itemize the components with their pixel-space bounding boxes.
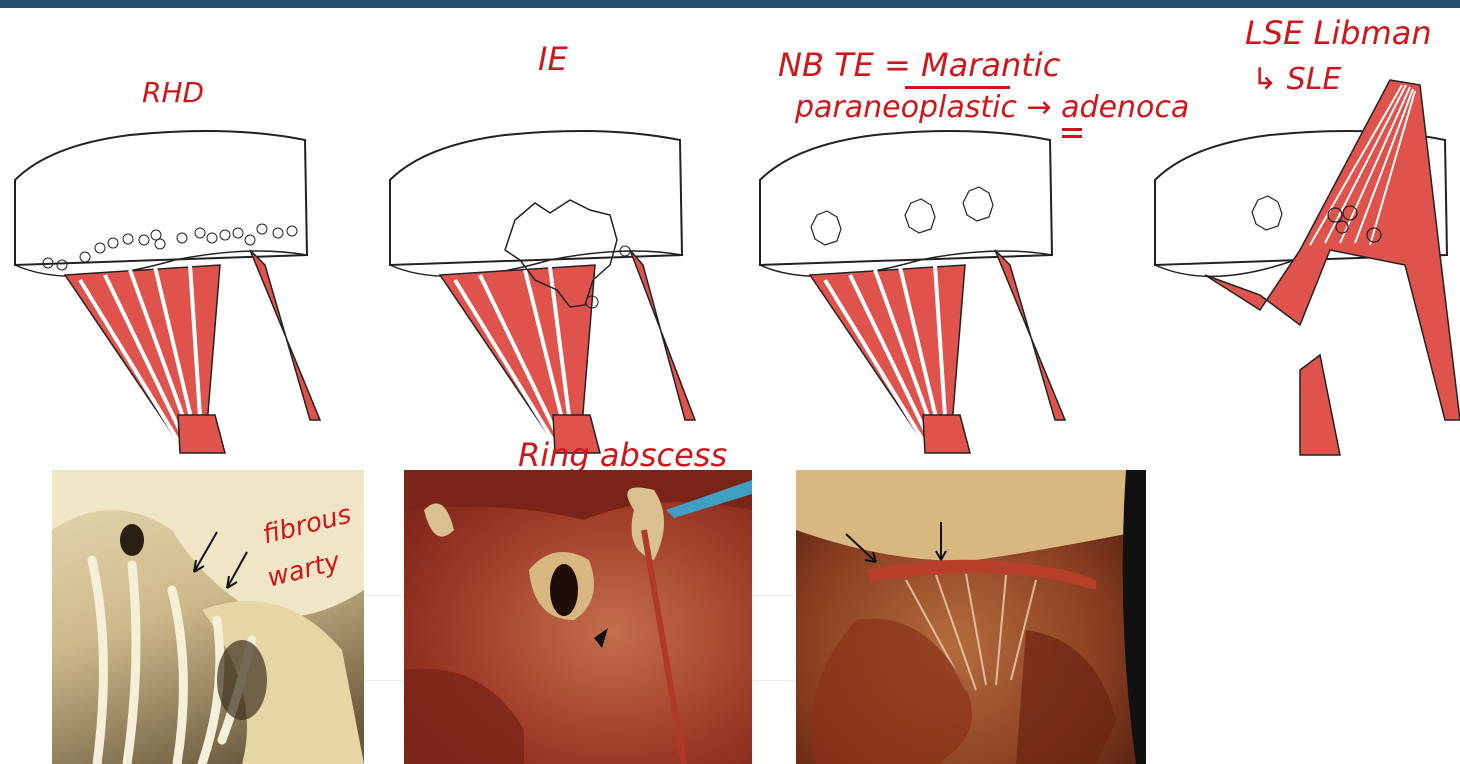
marantic-underline [905, 86, 1010, 89]
paraneoplastic-label: paraneoplastic → adenoca [795, 90, 1189, 125]
nbte-valve-photo [796, 470, 1146, 764]
lse-label: LSE Libman [1245, 14, 1432, 52]
lse-valve-diagram [1150, 75, 1460, 465]
slide-top-bar [0, 0, 1460, 8]
ie-ring-abscess-photo [404, 470, 752, 764]
rhd-valve-diagram [10, 75, 340, 465]
rhd-label: RHD [142, 76, 204, 109]
nbte-label: NB TE = Marantic [778, 46, 1060, 84]
ie-label: IE [538, 40, 568, 78]
nbte-valve-diagram [755, 75, 1085, 465]
arrow-icon [796, 470, 1146, 764]
sle-label: ↳ SLE [1252, 62, 1341, 97]
ring-abscess-label: Ring abscess [518, 436, 727, 474]
equals-mark [1062, 128, 1082, 131]
ie-valve-diagram [385, 75, 715, 465]
rhd-valve-photo: fibrous warty [52, 470, 364, 764]
